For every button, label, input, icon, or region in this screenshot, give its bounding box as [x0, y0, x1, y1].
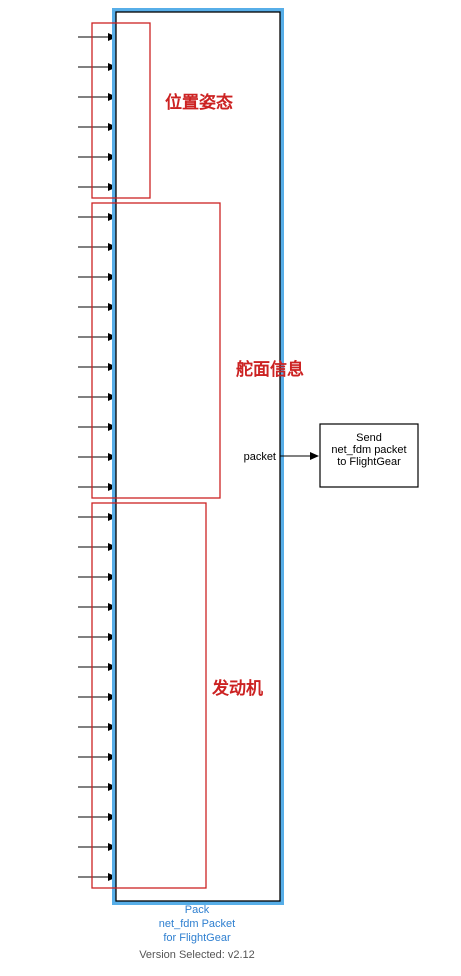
send-block[interactable] — [319, 423, 419, 488]
pack-block[interactable] — [112, 8, 284, 905]
group-label: 位置姿态 — [165, 92, 233, 113]
version-label: Version Selected: v2.12 — [139, 949, 255, 961]
group-label: 发动机 — [211, 678, 263, 699]
send-block-text: Send net_fdm packet to FlightGear — [322, 432, 416, 468]
send-block-line: to FlightGear — [337, 456, 401, 468]
packet-signal-line[interactable] — [280, 452, 319, 460]
group-box — [91, 202, 221, 499]
block-caption-line: Pack — [184, 904, 210, 916]
group-box — [91, 502, 207, 889]
send-block-line: Send — [356, 432, 382, 444]
group-label: 舵面信息 — [236, 359, 304, 380]
block-caption-line: for FlightGear — [163, 932, 231, 944]
output-port-label: packet — [244, 451, 276, 463]
send-block-line: net_fdm packet — [331, 444, 407, 456]
output-port: packet — [244, 451, 276, 463]
block-caption-line: net_fdm Packet — [158, 918, 236, 930]
group-box — [91, 22, 151, 199]
